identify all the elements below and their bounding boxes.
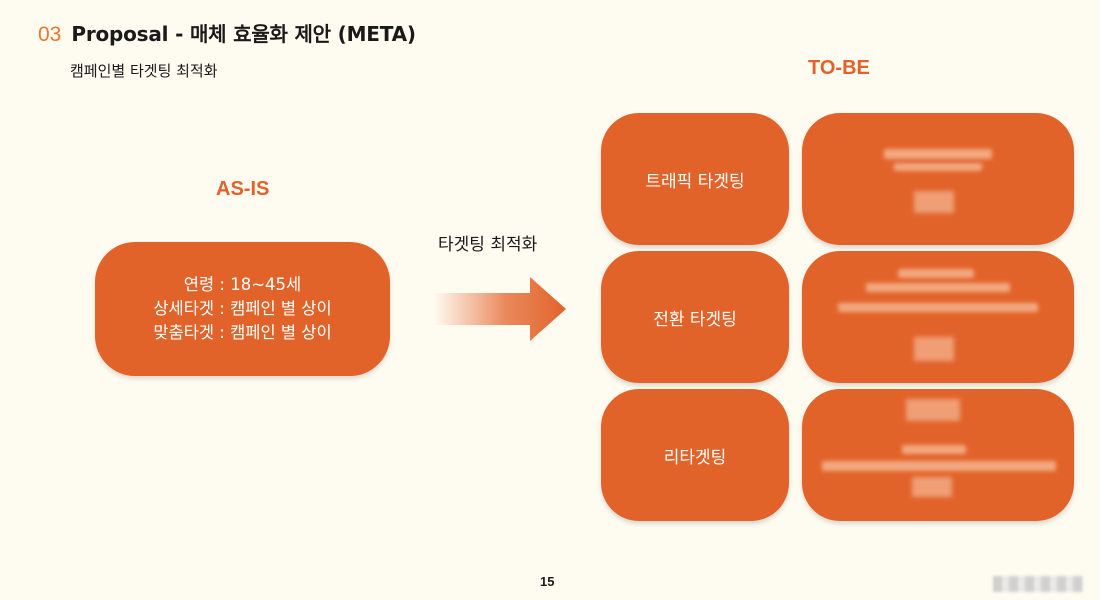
redacted-text	[894, 163, 982, 171]
to-be-item-retargeting: 리타겟팅	[601, 389, 789, 521]
to-be-detail-retargeting	[802, 389, 1074, 521]
redacted-text	[912, 477, 952, 497]
page-subtitle: 캠페인별 타겟팅 최적화	[70, 62, 218, 80]
to-be-item-label: 리타겟팅	[663, 447, 727, 468]
redacted-text	[884, 149, 992, 159]
as-is-label: AS-IS	[216, 178, 270, 200]
to-be-label: TO-BE	[808, 57, 870, 79]
to-be-item-label: 트래픽 타겟팅	[645, 171, 745, 192]
as-is-line-detail-target: 상세타겟 : 캠페인 별 상이	[153, 299, 332, 318]
page-title: Proposal - 매체 효율화 제안 (META)	[71, 22, 416, 46]
redacted-text	[866, 283, 1010, 292]
to-be-detail-traffic	[802, 113, 1074, 245]
redacted-text	[902, 445, 966, 454]
section-number: 03	[38, 23, 62, 46]
redacted-text	[822, 461, 1056, 471]
to-be-detail-conversion	[802, 251, 1074, 383]
redacted-text	[838, 303, 1038, 312]
as-is-line-age: 연령 : 18~45세	[183, 275, 302, 294]
redacted-text	[898, 269, 974, 278]
redacted-text	[906, 399, 960, 421]
as-is-line-custom-target: 맞춤타겟 : 캠페인 별 상이	[153, 323, 332, 342]
to-be-item-traffic: 트래픽 타겟팅	[601, 113, 789, 245]
slide-header: 03 Proposal - 매체 효율화 제안 (META)	[38, 18, 416, 47]
as-is-box: 연령 : 18~45세 상세타겟 : 캠페인 별 상이 맞춤타겟 : 캠페인 별…	[95, 242, 390, 376]
redacted-text	[914, 337, 954, 361]
to-be-item-conversion: 전환 타겟팅	[601, 251, 789, 383]
redacted-logo	[993, 576, 1083, 592]
page-number: 15	[540, 574, 555, 589]
to-be-item-label: 전환 타겟팅	[653, 309, 737, 330]
redacted-text	[914, 191, 954, 213]
right-arrow-icon	[434, 277, 566, 341]
arrow-label: 타겟팅 최적화	[438, 235, 538, 255]
